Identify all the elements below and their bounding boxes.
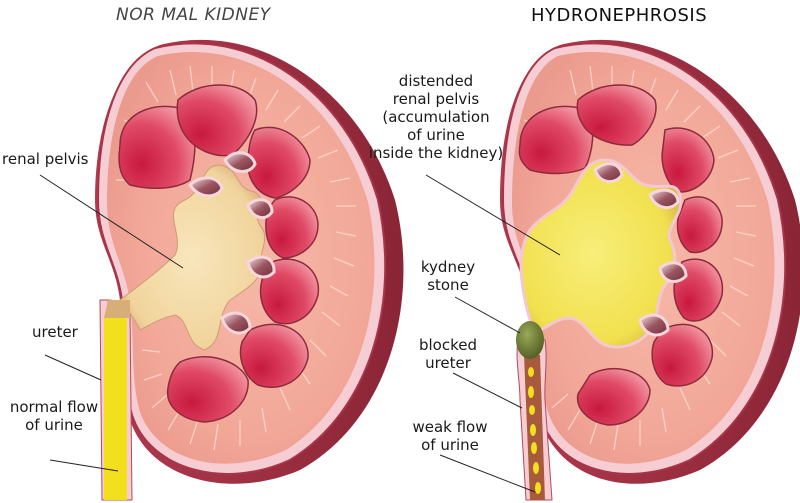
hydronephrosis-title: HYDRONEPHROSIS: [531, 5, 708, 26]
label-ureter: ureter: [32, 323, 78, 341]
label-distended-pelvis: distended renal pelvis (accumulation of …: [368, 72, 504, 162]
label-blocked-ureter: blocked ureter: [418, 336, 477, 372]
label-weak-flow: weak flow of urine: [412, 418, 488, 454]
weak-urine-drops: [528, 367, 541, 494]
kidney-stone: [516, 321, 544, 359]
calyces: [188, 151, 276, 335]
normal-kidney: [95, 39, 404, 501]
leader-lines: [39, 174, 561, 493]
label-normal-flow: normal flow of urine: [9, 398, 99, 434]
normal-kidney-title: NOR MAL KIDNEY: [116, 5, 271, 25]
label-kidney-stone: kydney stone: [420, 258, 476, 294]
label-renal-pelvis: renal pelvis: [2, 150, 89, 168]
renal-pyramids: [118, 84, 320, 423]
normal-urine-flow: [104, 318, 127, 500]
hydronephrosis-kidney: [500, 40, 800, 501]
